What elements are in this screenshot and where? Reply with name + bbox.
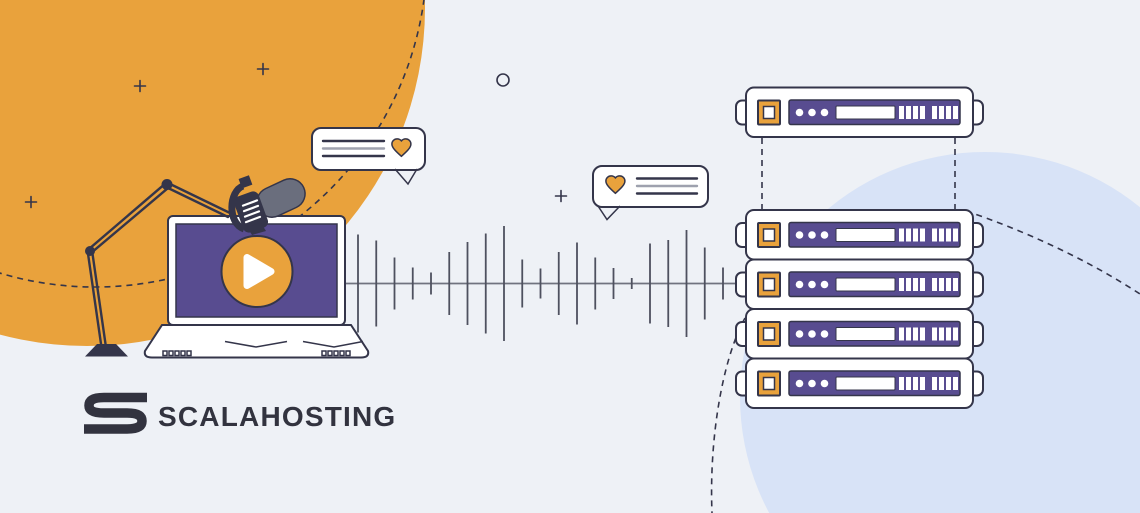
laptop (143, 215, 370, 359)
plus-mark (133, 79, 147, 93)
plus-mark (554, 189, 568, 203)
mic-shock-mount (228, 182, 246, 233)
logo-wordmark: SCALAHOSTING (158, 401, 396, 432)
server-unit (735, 308, 984, 360)
dashed-arc-top-right (965, 210, 1140, 295)
arm-joint (161, 179, 173, 190)
chat-bubble-1 (311, 127, 426, 186)
orange-background-circle (0, 0, 425, 346)
laptop-groove-right (302, 340, 364, 348)
play-icon (243, 254, 275, 289)
server-unit (735, 258, 984, 310)
server-unit (735, 86, 984, 138)
decorations (24, 62, 568, 209)
arm-base (85, 344, 128, 357)
heart-icon (605, 175, 626, 195)
plus-mark (24, 195, 38, 209)
mic-body (233, 191, 269, 233)
bubble-tail (597, 205, 621, 221)
laptop-groove-left (224, 340, 288, 348)
server-unit (735, 357, 984, 409)
microphone-boom-arm (85, 179, 232, 357)
dashed-ring-orange (0, 0, 425, 288)
server-rack (735, 86, 984, 409)
laptop-vents-right (321, 350, 351, 357)
laptop-vents-left (162, 350, 192, 357)
arm-joint (85, 246, 95, 256)
scalahosting-logo: SCALAHOSTING (84, 392, 396, 434)
microphone (228, 175, 306, 235)
chat-bubble-2 (592, 165, 709, 221)
logo-s-glyph (84, 392, 147, 434)
mic-grille (241, 199, 262, 224)
heart-icon (391, 138, 412, 158)
server-connectors (761, 138, 956, 209)
mic-mount-knob (238, 175, 253, 189)
small-circle-decoration (496, 73, 510, 87)
laptop-base (143, 324, 370, 359)
mic-foot (247, 223, 266, 235)
dashed-arc-bottom-right (710, 317, 746, 513)
bubble-tail (394, 168, 418, 186)
audio-waveform (344, 226, 737, 341)
server-unit (735, 209, 984, 261)
waveform-bars (357, 226, 724, 341)
plus-mark (256, 62, 270, 76)
